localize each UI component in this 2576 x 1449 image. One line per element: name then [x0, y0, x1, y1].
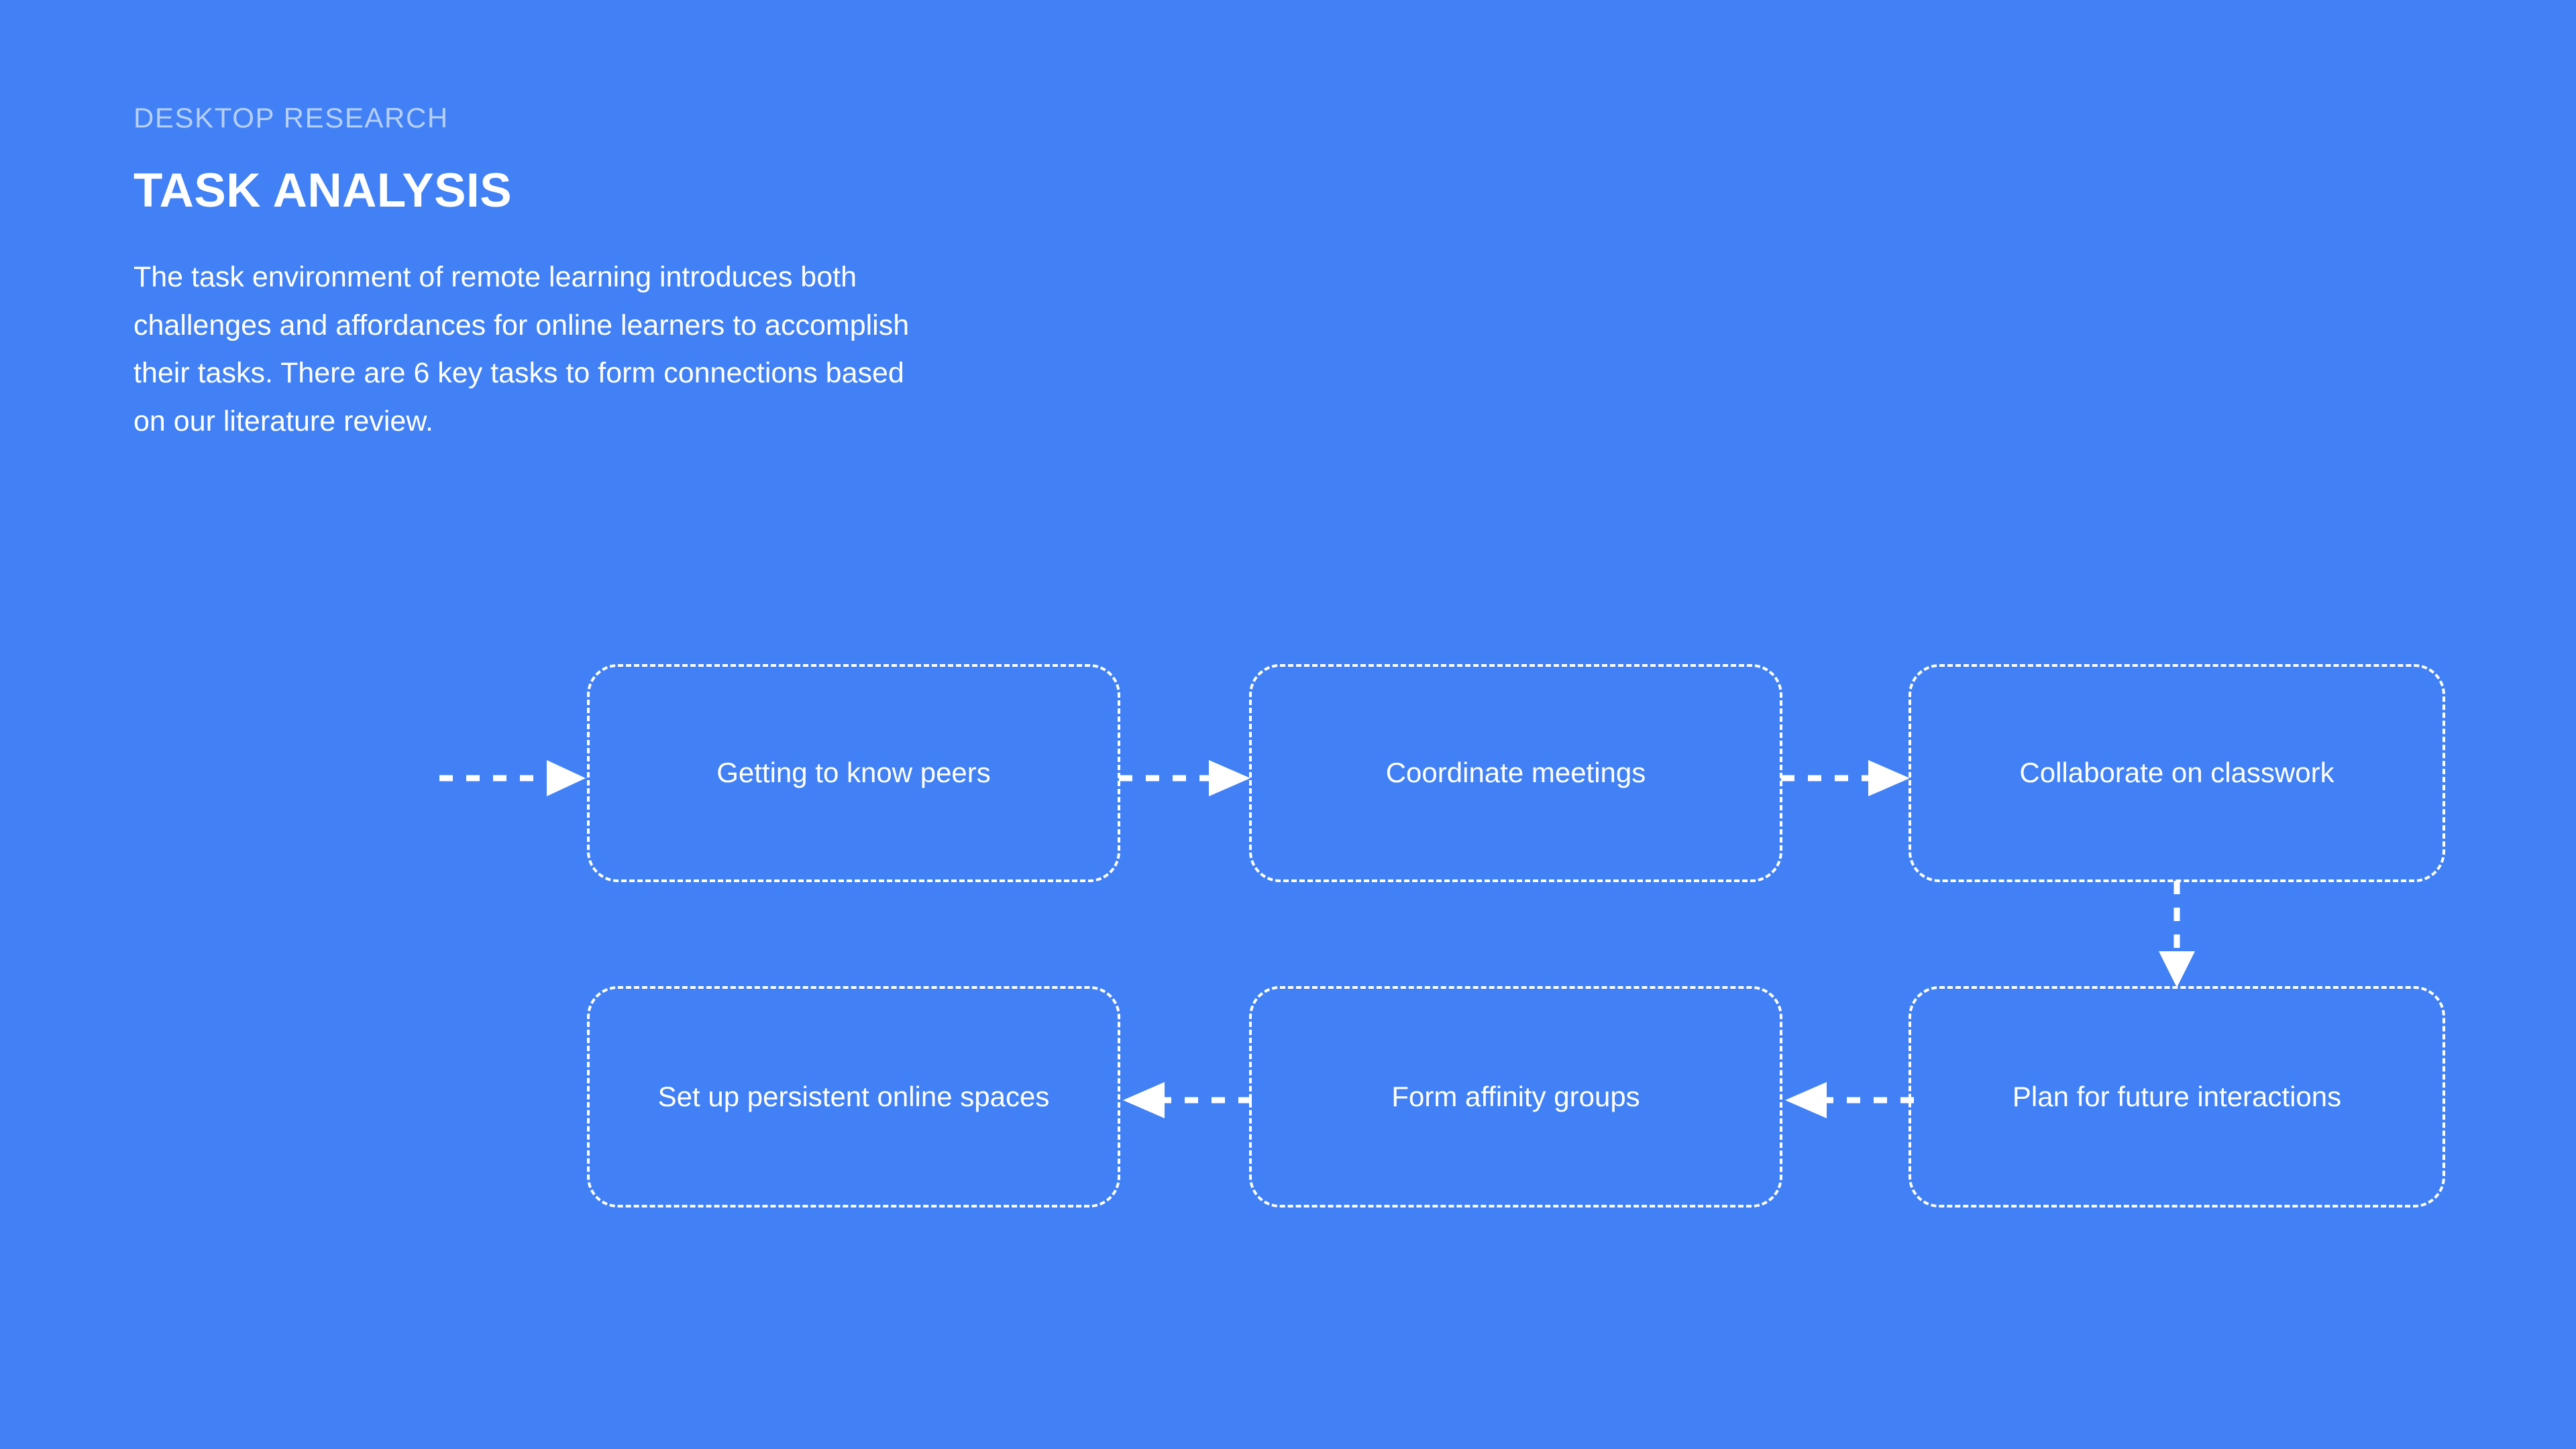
edge-node1-node2-arrow [1119, 755, 1253, 802]
edge-node6-node5-arrow [1782, 1077, 1914, 1124]
edge-node5-node4-arrow [1120, 1077, 1252, 1124]
flow-node-getting-to-know-peers[interactable]: Getting to know peers [587, 664, 1120, 882]
eyebrow-label: DESKTOP RESEARCH [133, 102, 449, 133]
flow-node-plan-for-future-interactions[interactable]: Plan for future interactions [1909, 986, 2445, 1208]
description-paragraph: The task environment of remote learning … [133, 261, 910, 437]
flow-node-form-affinity-groups[interactable]: Form affinity groups [1249, 986, 1782, 1208]
page-title: TASK ANALYSIS [133, 164, 513, 218]
flow-node-set-up-persistent-online-spaces[interactable]: Set up persistent online spaces [587, 986, 1120, 1208]
edge-node2-node3-arrow [1781, 755, 1913, 802]
flow-node-coordinate-meetings[interactable]: Coordinate meetings [1249, 664, 1782, 882]
header-text-block: DESKTOP RESEARCH TASK ANALYSIS The task … [133, 102, 1006, 445]
edge-node3-node6-arrow [2153, 881, 2200, 989]
flow-node-collaborate-on-classwork[interactable]: Collaborate on classwork [1909, 664, 2445, 882]
edge-start-arrow [439, 755, 590, 802]
